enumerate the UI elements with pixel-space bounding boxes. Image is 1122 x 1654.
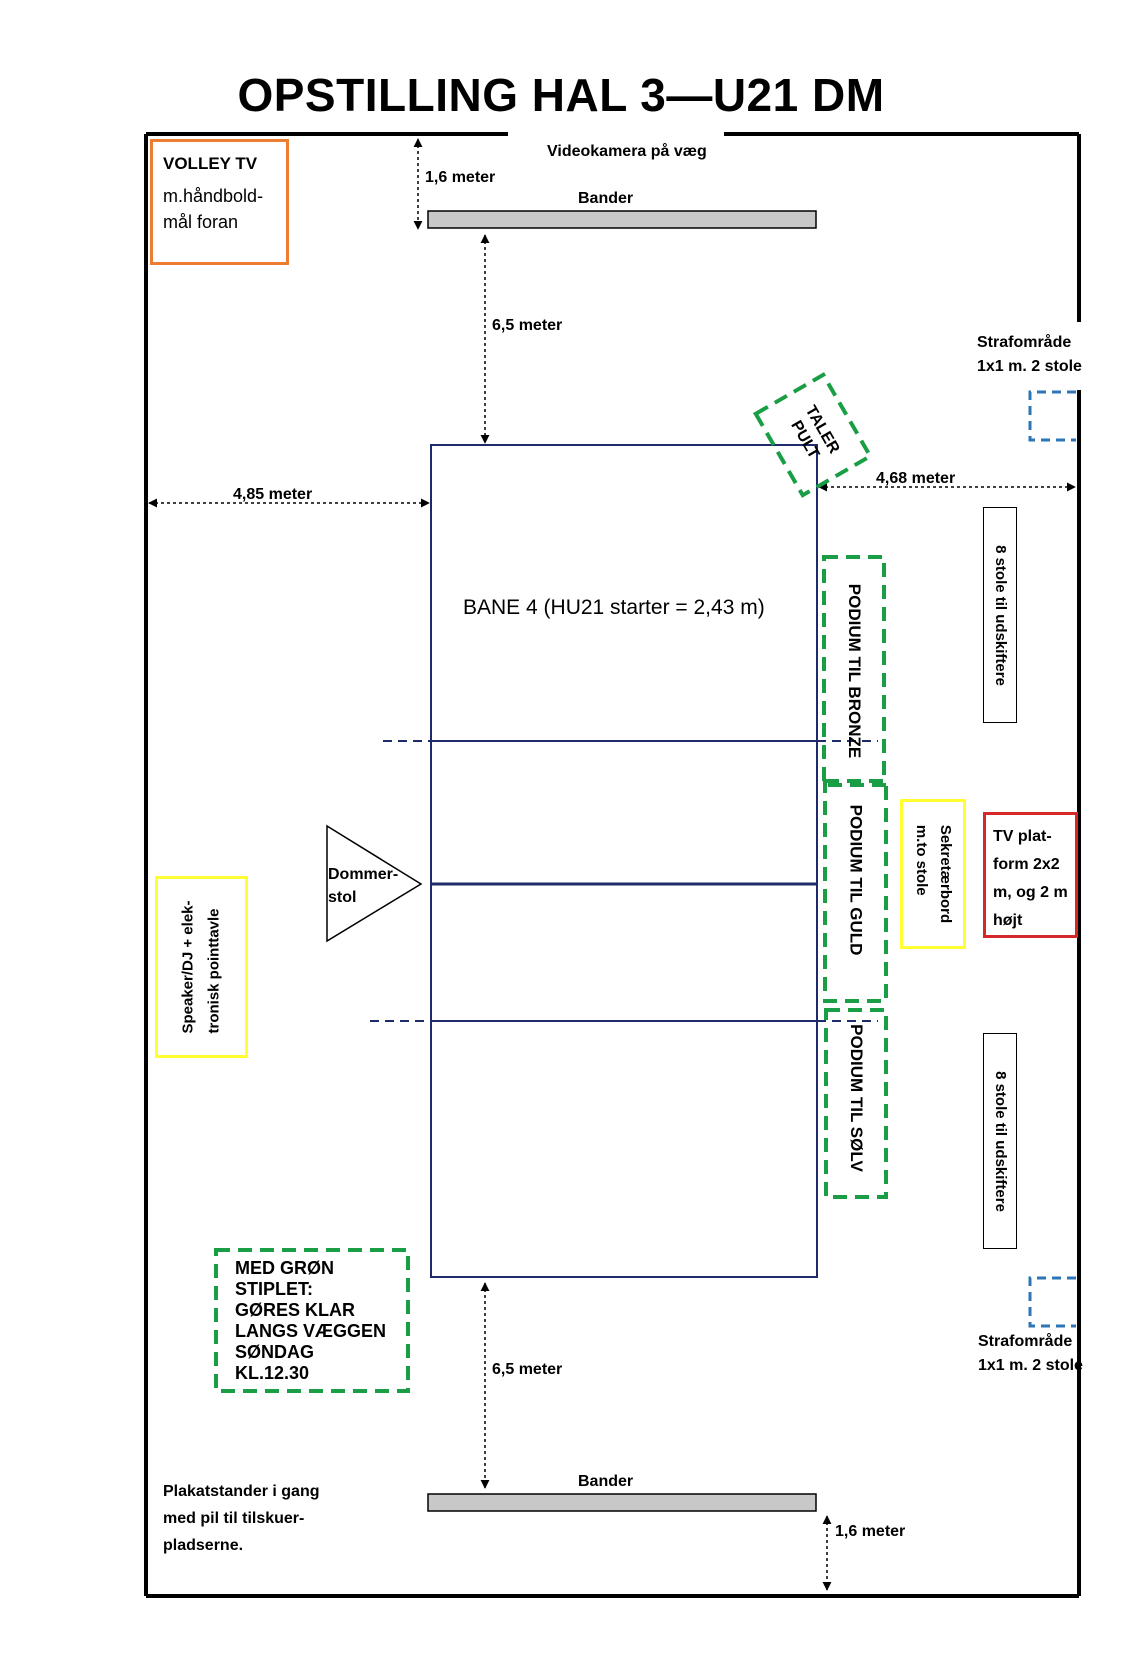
chairs-bottom-box: 8 stole til udskiftere [983,1033,1017,1249]
videokamera-label: Videokamera på væg [547,143,707,160]
green-note-line5: SØNDAG [235,1342,315,1362]
plakat-line2: med pil til tilskuer- [163,1510,305,1527]
sekretaer-label: Sekretærbord m.to stole [909,825,957,923]
volley-tv-line2: mål foran [163,212,239,232]
podium-guld-label: PODIUM TIL GULD [846,804,866,956]
strafomraade-top-box [1028,390,1076,442]
dim-right-label: 4,68 meter [876,470,956,487]
speaker-line2: tronisk pointtavle [205,908,223,1034]
plakat-line3: pladserne. [163,1537,244,1554]
strafomraade-bottom-line1: Strafområde [978,1333,1073,1350]
bander-bottom-label: Bander [578,1473,634,1490]
sekretaer-line1: Sekretærbord [937,824,954,924]
dommer-line2: stol [328,889,357,906]
green-note-line4: LANGS VÆGGEN [235,1321,387,1341]
dim-bottom-wall-label: 1,6 meter [835,1523,906,1540]
bander-top-label: Bander [578,190,634,207]
dim-top-wall-label: 1,6 meter [425,169,496,186]
volley-tv-title: VOLLEY TV [163,154,258,173]
podium-bronze-box [822,555,886,787]
taler-pult-box [752,372,874,498]
tv-platform-line1: TV plat- [993,828,1052,845]
attack-line-extensions [370,740,878,1022]
podium-bronze-label: PODIUM TIL BRONZE [845,583,865,759]
dim-top-court-label: 6,5 meter [492,317,563,334]
green-note-line3: GØRES KLAR [235,1300,356,1320]
bander-top [427,210,817,229]
green-note-line2: STIPLET: [235,1279,314,1299]
podium-guld-box [823,779,888,1003]
chairs-top-box: 8 stole til udskiftere [983,507,1017,723]
dommer-line1: Dommer- [328,866,399,883]
speaker-line1: Speaker/DJ + elek- [179,900,197,1034]
strafomraade-top-line2: 1x1 m. 2 stole [977,358,1082,375]
court-label: BANE 4 (HU21 starter = 2,43 m) [463,596,765,619]
dim-bottom-court-label: 6,5 meter [492,1361,563,1378]
strafomraade-bottom-line2: 1x1 m. 2 stole [978,1357,1083,1374]
dommer-label: Dommer- stol [328,863,398,909]
volley-tv-box: VOLLEY TV m.håndbold- mål foran [150,139,289,265]
volley-tv-line1: m.håndbold- [163,186,264,206]
green-note: MED GRØN STIPLET: GØRES KLAR LANGS VÆGGE… [235,1258,386,1384]
tv-platform-box: TV plat- form 2x2 m, og 2 m højt [983,812,1078,938]
speaker-box: Speaker/DJ + elek- tronisk pointtavle [155,876,248,1058]
plakat-line1: Plakatstander i gang [163,1483,320,1500]
plakat-label: Plakatstander i gang med pil til tilskue… [163,1478,320,1559]
strafomraade-top-line1: Strafområde [977,334,1072,351]
bander-bottom [427,1493,817,1512]
green-note-box [214,1248,410,1393]
strafomraade-bottom-box [1028,1276,1076,1328]
chairs-top-label: 8 stole til udskiftere [991,544,1009,686]
chairs-bottom-label: 8 stole til udskiftere [991,1070,1009,1212]
referee-stand-triangle [326,824,423,943]
tv-platform-line4: højt [993,912,1023,929]
podium-soelv-box [824,1008,888,1199]
sekretaer-box: Sekretærbord m.to stole [900,799,966,949]
hall-walls [144,132,1081,1598]
court [430,444,818,1278]
page-title: OPSTILLING HAL 3—U21 DM [237,69,885,121]
tv-platform-line3: m, og 2 m [993,884,1068,901]
tv-platform-line2: form 2x2 [993,856,1060,873]
podium-soelv-label: PODIUM TIL SØLV [847,1024,866,1172]
dim-left-label: 4,85 meter [233,486,313,503]
green-note-line6: KL.12.30 [235,1363,310,1383]
green-note-line1: MED GRØN [235,1258,334,1278]
sekretaer-line2: m.to stole [913,824,930,896]
speaker-label: Speaker/DJ + elek- tronisk pointtavle [176,900,228,1033]
dimension-arrows [148,138,1076,1591]
